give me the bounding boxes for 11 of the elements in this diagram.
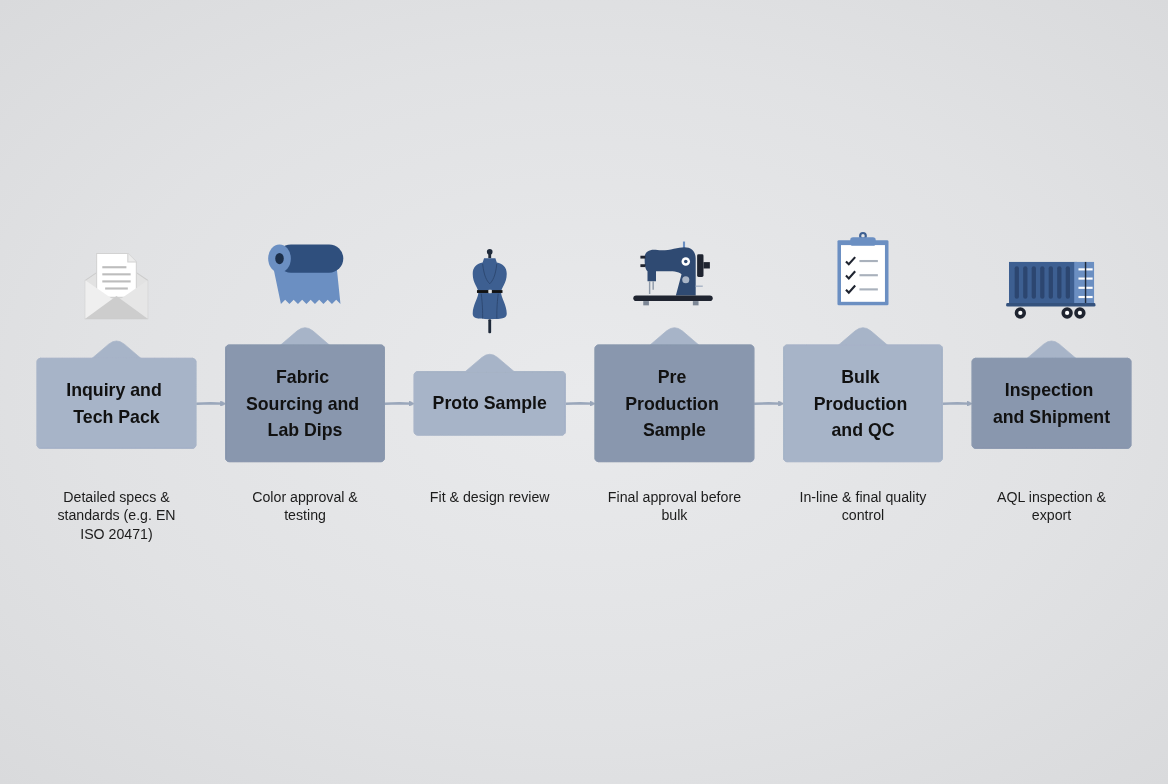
arrow [384,400,415,407]
step-description: Color approval & testing [251,487,359,524]
arrow [196,400,227,407]
arrow [754,400,785,407]
step-description: Final approval before bulk [606,487,742,524]
step-description: AQL inspection & export [996,487,1108,524]
arrow [942,400,973,407]
step-description: Fit & design review [428,487,551,506]
arrow [565,400,596,407]
step-description: Detailed specs & standards (e.g. EN ISO 20471) [56,487,177,543]
step-description: In-line & final quality control [798,487,928,524]
